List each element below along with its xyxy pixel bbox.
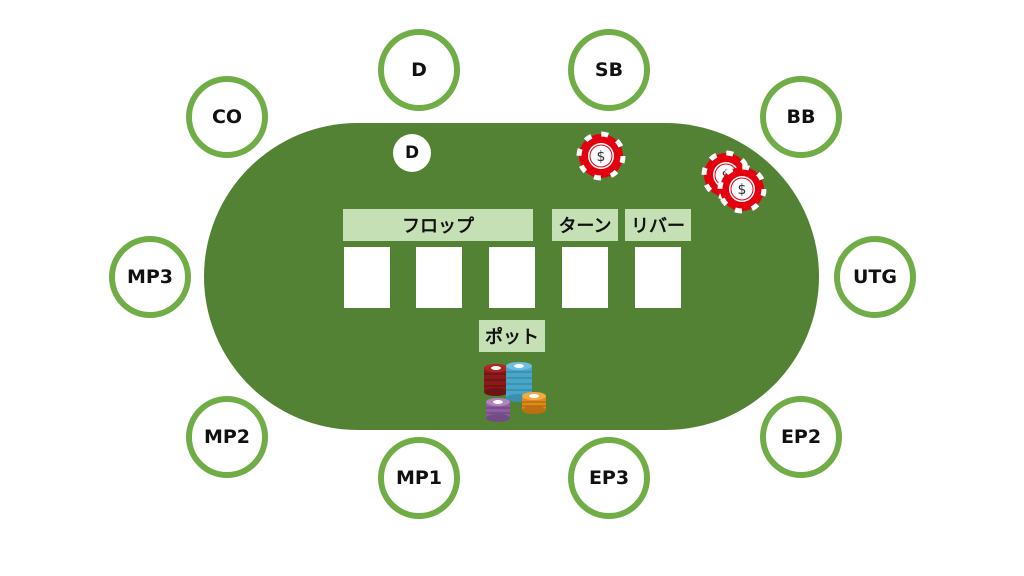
seat-mp1: MP1 — [378, 437, 460, 519]
pot-label-text: ポット — [485, 327, 539, 348]
seat-sb-label: SB — [594, 59, 624, 81]
turn-card — [562, 247, 608, 308]
river-label-text: リバー — [631, 216, 685, 237]
seat-ep3: EP3 — [568, 437, 650, 519]
flop-card-1 — [344, 247, 390, 308]
flop-label-text: フロップ — [402, 216, 474, 237]
seat-ep2-label: EP2 — [780, 426, 822, 448]
svg-text:$: $ — [597, 149, 606, 165]
river-label: リバー — [625, 209, 691, 241]
pot-stack-purple — [486, 398, 510, 422]
seat-utg-label: UTG — [853, 266, 897, 288]
seat-co: CO — [186, 76, 268, 158]
small-blind-chip-icon: $ — [576, 131, 626, 181]
seat-bb-label: BB — [786, 106, 816, 128]
dealer-button: D — [393, 134, 431, 172]
pot-label: ポット — [479, 320, 545, 352]
turn-label: ターン — [552, 209, 618, 241]
seat-mp3-label: MP3 — [126, 266, 174, 288]
seat-mp3: MP3 — [109, 236, 191, 318]
seat-mp2-label: MP2 — [203, 426, 251, 448]
seat-sb: SB — [568, 29, 650, 111]
svg-text:$: $ — [738, 182, 747, 198]
pot-stack-red — [484, 364, 508, 396]
seat-ep2: EP2 — [760, 396, 842, 478]
flop-card-3 — [489, 247, 535, 308]
seat-co-label: CO — [211, 106, 243, 128]
seat-mp1-label: MP1 — [395, 467, 443, 489]
seat-d: D — [378, 29, 460, 111]
seat-mp2: MP2 — [186, 396, 268, 478]
turn-label-text: ターン — [558, 216, 612, 237]
flop-card-2 — [416, 247, 462, 308]
seat-ep3-label: EP3 — [588, 467, 630, 489]
seat-utg: UTG — [834, 236, 916, 318]
big-blind-chip-front-icon: $ — [717, 164, 767, 214]
flop-label: フロップ — [343, 209, 533, 241]
seat-d-label: D — [411, 59, 427, 81]
pot-stack-orange — [522, 392, 546, 414]
dealer-button-label: D — [404, 143, 420, 163]
pot-chips-icon — [484, 362, 546, 422]
seat-bb: BB — [760, 76, 842, 158]
river-card — [635, 247, 681, 308]
